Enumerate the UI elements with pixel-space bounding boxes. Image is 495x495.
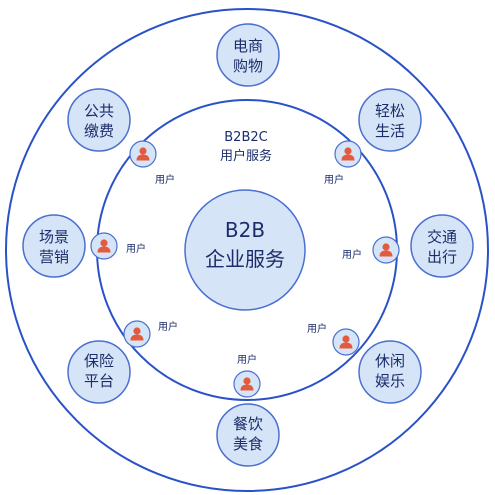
user-label: 用户 xyxy=(126,242,146,255)
scenario-node-marketing: 场景 营销 xyxy=(22,214,86,278)
scenario-label: 生活 xyxy=(375,122,405,140)
scenario-label: 轻松 xyxy=(375,102,405,120)
user-node xyxy=(123,320,151,348)
user-label: 用户 xyxy=(307,322,327,335)
scenario-label: 休闲 xyxy=(375,352,405,370)
user-node xyxy=(332,328,360,356)
center-title: B2B xyxy=(225,218,265,242)
scenario-label: 出行 xyxy=(427,248,457,266)
user-label: 用户 xyxy=(158,320,178,333)
scenario-label: 电商 xyxy=(233,37,263,55)
user-label: 用户 xyxy=(155,173,175,186)
middle-ring-title: B2B2C xyxy=(224,130,267,145)
user-icon xyxy=(339,335,353,349)
scenario-label: 公共 xyxy=(84,102,114,120)
user-node xyxy=(372,236,400,264)
user-icon xyxy=(130,327,144,341)
user-label: 用户 xyxy=(324,173,344,186)
user-node xyxy=(334,140,362,168)
user-node xyxy=(90,232,118,260)
scenario-node-ecommerce: 电商 购物 xyxy=(216,23,280,87)
center-subtitle: 企业服务 xyxy=(205,247,285,271)
scenario-label: 交通 xyxy=(427,228,457,246)
scenario-node-transport: 交通 出行 xyxy=(410,214,474,278)
scenario-label: 保险 xyxy=(84,352,114,370)
scenario-label: 购物 xyxy=(233,57,263,75)
scenario-node-dining: 餐饮 美食 xyxy=(216,403,280,467)
scenario-label: 餐饮 xyxy=(233,415,263,433)
user-icon xyxy=(341,147,355,161)
scenario-label: 平台 xyxy=(84,372,114,390)
user-node xyxy=(233,370,261,398)
scenario-node-easy-life: 轻松 生活 xyxy=(358,88,422,152)
scenario-node-leisure: 休闲 娱乐 xyxy=(358,340,422,404)
user-node xyxy=(129,140,157,168)
user-icon xyxy=(379,243,393,257)
user-icon xyxy=(97,239,111,253)
scenario-label: 场景 xyxy=(39,228,69,246)
user-label: 用户 xyxy=(237,353,257,366)
outer-ring xyxy=(5,8,489,492)
scenario-label: 缴费 xyxy=(84,122,114,140)
scenario-label: 娱乐 xyxy=(375,372,405,390)
scenario-label: 营销 xyxy=(39,248,69,266)
scenario-node-public-payment: 公共 缴费 xyxy=(67,88,131,152)
user-label: 用户 xyxy=(342,248,362,261)
scenario-label: 美食 xyxy=(233,435,263,453)
user-icon xyxy=(136,147,150,161)
scenario-node-insurance: 保险 平台 xyxy=(67,340,131,404)
center-node xyxy=(184,189,306,311)
middle-ring-subtitle: 用户服务 xyxy=(220,148,272,164)
user-icon xyxy=(240,377,254,391)
